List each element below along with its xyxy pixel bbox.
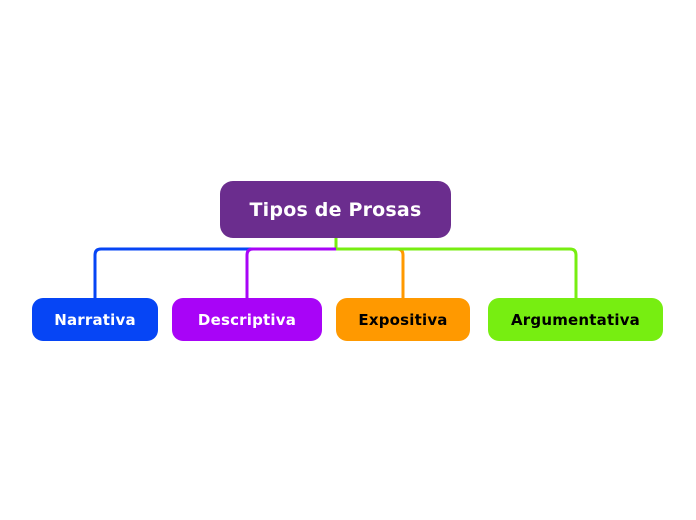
- root-node-label: Tipos de Prosas: [249, 198, 422, 221]
- mind-map-node-expositiva[interactable]: Expositiva: [336, 298, 470, 341]
- connector-argumentativa: [336, 247, 578, 300]
- node-label-argumentativa: Argumentativa: [510, 310, 640, 329]
- mind-map-node-argumentativa[interactable]: Argumentativa: [488, 298, 663, 341]
- connector-narrativa: [93, 247, 336, 300]
- mind-map-node-descriptiva[interactable]: Descriptiva: [172, 298, 322, 341]
- connector-descriptiva: [245, 247, 336, 300]
- mind-map-node-narrativa[interactable]: Narrativa: [32, 298, 158, 341]
- mind-map-root-node[interactable]: Tipos de Prosas: [220, 181, 451, 238]
- node-label-expositiva: Expositiva: [358, 310, 448, 329]
- node-label-descriptiva: Descriptiva: [197, 310, 297, 329]
- connector-expositiva: [336, 247, 405, 300]
- node-label-narrativa: Narrativa: [54, 310, 136, 329]
